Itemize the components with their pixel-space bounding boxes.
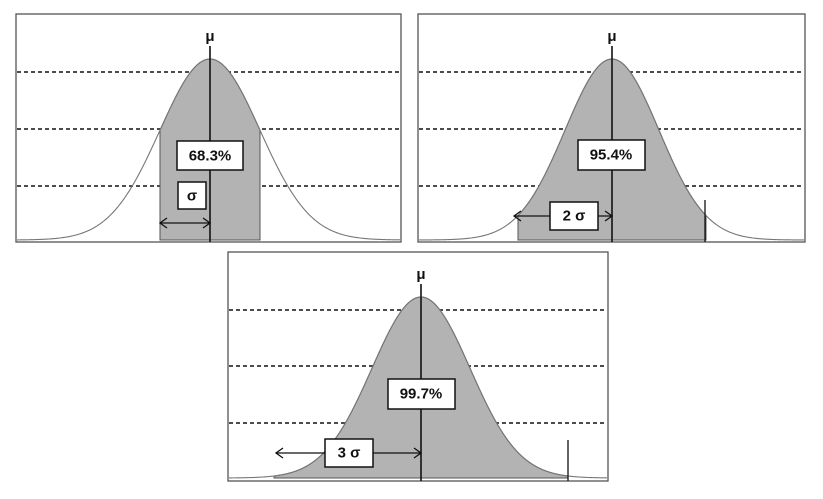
percent-box (176, 140, 244, 171)
sigma-label: 2 σ (563, 208, 586, 225)
panel-3sigma: μ 99.7% 3 σ (227, 251, 609, 482)
arrow-head (512, 210, 522, 222)
percent-box (387, 378, 456, 410)
sigma-label: 3 σ (338, 445, 361, 462)
arrow-head (158, 217, 168, 229)
sigma-box (324, 438, 374, 468)
arrow-head (202, 217, 212, 229)
sigma-label: σ (187, 188, 197, 205)
mean-label: μ (607, 28, 616, 45)
mean-label: μ (416, 266, 425, 283)
arrow-head (413, 447, 423, 459)
percent-label: 95.4% (590, 147, 633, 164)
arrow-head (604, 210, 614, 222)
bell-curve (228, 296, 608, 479)
panel-1sigma: μ 68.3% σ (15, 13, 402, 243)
sigma-box (177, 181, 207, 210)
percent-label: 68.3% (189, 148, 232, 165)
panel-2sigma: μ 95.4% 2 σ (417, 13, 806, 243)
percent-box (577, 139, 646, 171)
mean-label: μ (205, 28, 214, 45)
sigma-box (549, 201, 599, 231)
arrow-head (274, 447, 284, 459)
percent-label: 99.7% (400, 386, 443, 403)
bell-curve (17, 58, 401, 241)
